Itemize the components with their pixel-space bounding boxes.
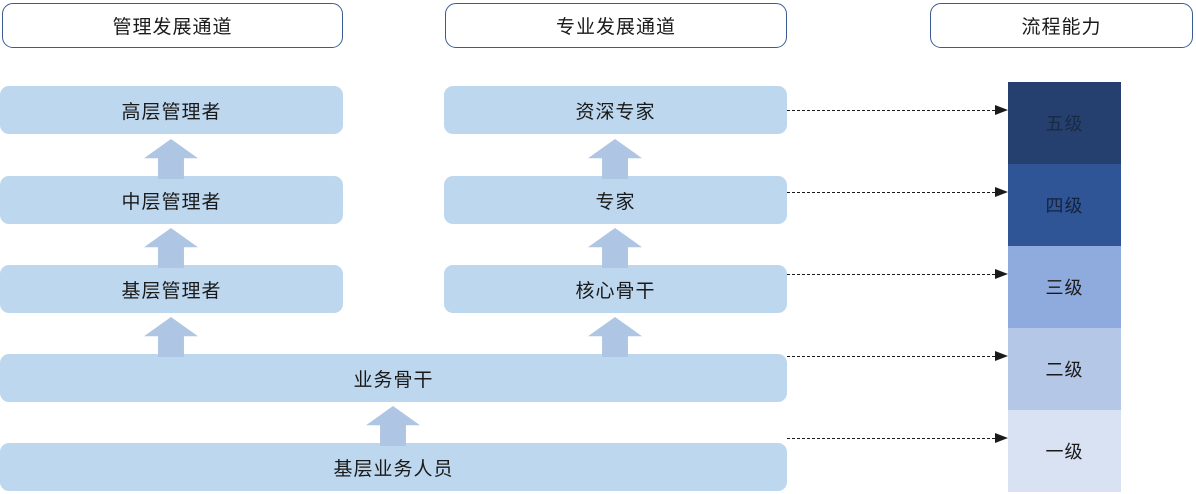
dashed-line (787, 437, 995, 439)
role-bar-middle-manager: 中层管理者 (0, 176, 343, 224)
role-bar-label: 业务骨干 (353, 369, 434, 391)
connector-to-level-3 (787, 269, 1008, 279)
role-bar-senior-manager: 高层管理者 (0, 86, 343, 134)
dashed-line (787, 109, 995, 111)
up-arrow-icon (144, 228, 198, 268)
capability-tier-3: 三级 (1008, 246, 1121, 328)
header-professional-channel: 专业发展通道 (445, 3, 787, 48)
connector-to-level-4 (787, 187, 1008, 197)
role-bar-frontline-staff: 基层业务人员 (0, 443, 787, 491)
header-management-channel-label: 管理发展通道 (112, 17, 233, 38)
capability-tier-5: 五级 (1008, 82, 1121, 164)
role-bar-label: 中层管理者 (121, 191, 222, 213)
role-bar-label: 高层管理者 (121, 101, 222, 123)
role-bar-senior-expert: 资深专家 (444, 86, 787, 134)
dashed-line (787, 355, 995, 357)
role-bar-core-backbone: 核心骨干 (444, 265, 787, 313)
arrowhead-icon (995, 351, 1008, 361)
up-arrow-icon (366, 406, 420, 446)
role-bar-business-backbone: 业务骨干 (0, 354, 787, 402)
capability-tier-label: 一级 (1045, 442, 1084, 462)
capability-tier-1: 一级 (1008, 410, 1121, 492)
connector-to-level-1 (787, 433, 1008, 443)
arrowhead-icon (995, 433, 1008, 443)
role-bar-frontline-manager: 基层管理者 (0, 265, 343, 313)
capability-tier-label: 二级 (1045, 360, 1084, 380)
capability-tier-label: 三级 (1045, 278, 1084, 298)
header-process-capability: 流程能力 (930, 3, 1193, 48)
role-bar-label: 基层业务人员 (333, 458, 454, 480)
capability-tier-label: 四级 (1045, 196, 1084, 216)
capability-tier-2: 二级 (1008, 328, 1121, 410)
up-arrow-icon (144, 139, 198, 179)
connector-to-level-5 (787, 105, 1008, 115)
capability-tier-4: 四级 (1008, 164, 1121, 246)
arrowhead-icon (995, 269, 1008, 279)
role-bar-label: 专家 (595, 191, 636, 213)
capability-tier-label: 五级 (1045, 114, 1084, 134)
capability-ladder: 五级 四级 三级 二级 一级 (1008, 82, 1121, 492)
up-arrow-icon (588, 317, 642, 357)
up-arrow-icon (144, 317, 198, 357)
dashed-line (787, 273, 995, 275)
role-bar-label: 资深专家 (575, 101, 656, 123)
role-bar-label: 核心骨干 (575, 280, 656, 302)
arrowhead-icon (995, 105, 1008, 115)
up-arrow-icon (588, 228, 642, 268)
role-bar-label: 基层管理者 (121, 280, 222, 302)
role-bar-expert: 专家 (444, 176, 787, 224)
arrowhead-icon (995, 187, 1008, 197)
dashed-line (787, 191, 995, 193)
header-professional-channel-label: 专业发展通道 (555, 17, 676, 38)
connector-to-level-2 (787, 351, 1008, 361)
header-process-capability-label: 流程能力 (1021, 17, 1102, 38)
header-management-channel: 管理发展通道 (2, 3, 343, 48)
up-arrow-icon (588, 139, 642, 179)
